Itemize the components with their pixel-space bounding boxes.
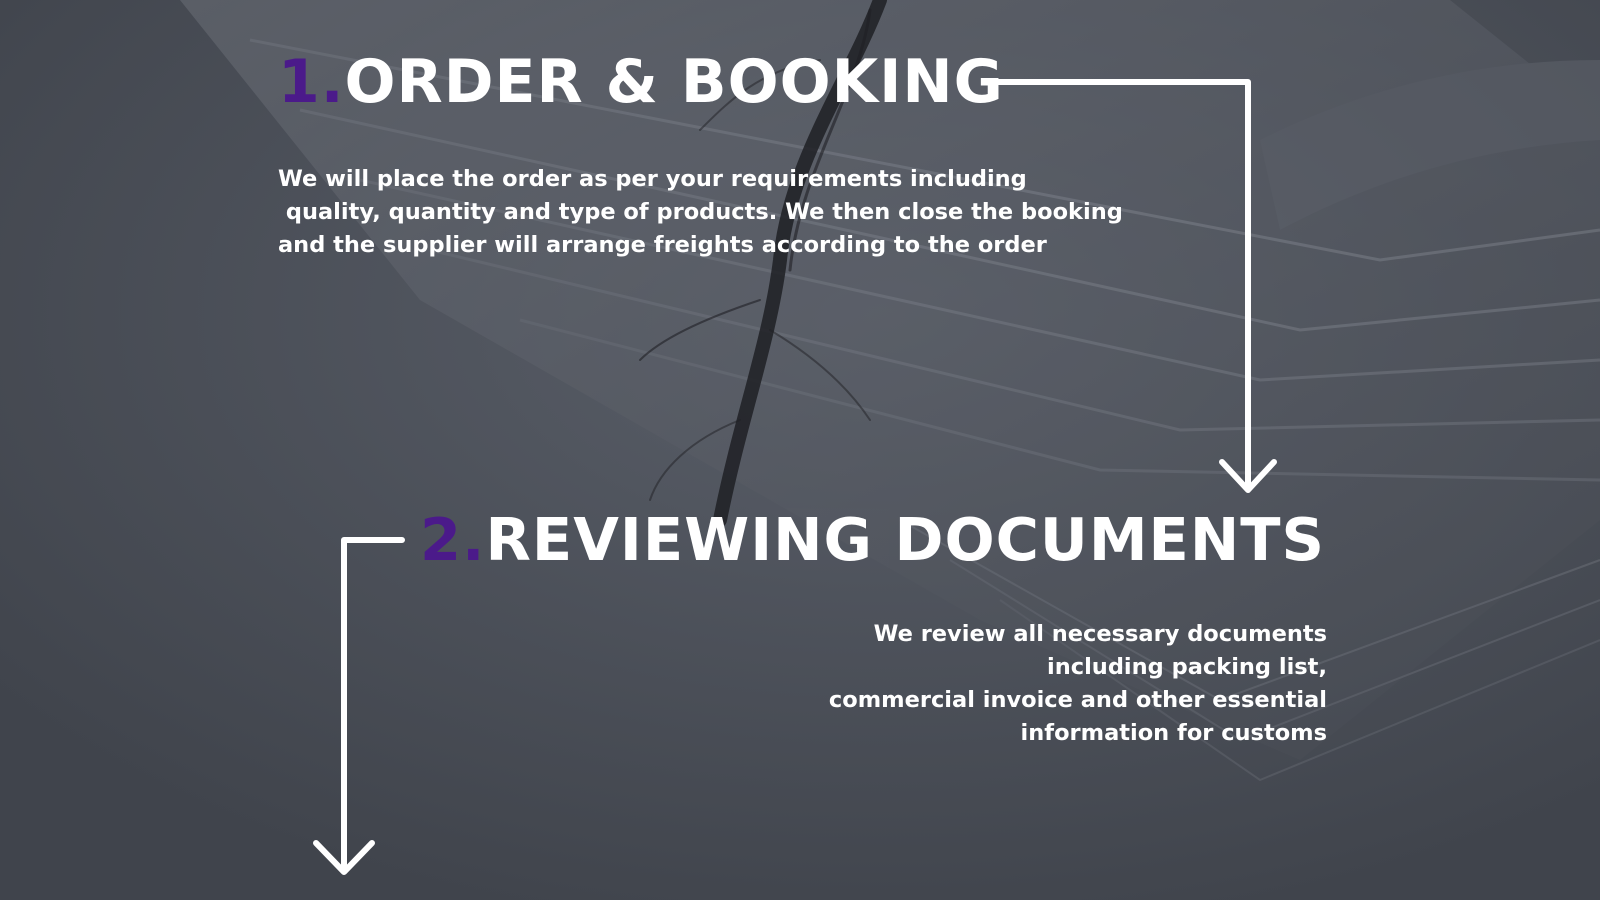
step-1-title: ORDER & BOOKING (344, 47, 1004, 117)
step-1-heading: 1.ORDER & BOOKING (278, 52, 1004, 112)
step-2-line: including packing list, (1047, 654, 1327, 680)
step-1-line: and the supplier will arrange freights a… (278, 232, 1047, 258)
step-2-heading: 2.REVIEWING DOCUMENTS (420, 510, 1325, 569)
step-2-number: 2. (420, 505, 486, 574)
step-2-title: REVIEWING DOCUMENTS (485, 505, 1325, 574)
step-1-number: 1. (278, 47, 345, 117)
step-2-line: information for customs (1020, 720, 1327, 746)
step-1-description: We will place the order as per your requ… (278, 163, 1123, 262)
twine (639, 0, 887, 527)
step-1-line: quality, quantity and type of products. … (278, 199, 1123, 225)
step-2-line: We review all necessary documents (873, 621, 1327, 647)
step-2-line: commercial invoice and other essential (828, 687, 1327, 713)
step-1-line: We will place the order as per your requ… (278, 166, 1027, 192)
step-2-description: We review all necessary documents includ… (829, 618, 1327, 750)
